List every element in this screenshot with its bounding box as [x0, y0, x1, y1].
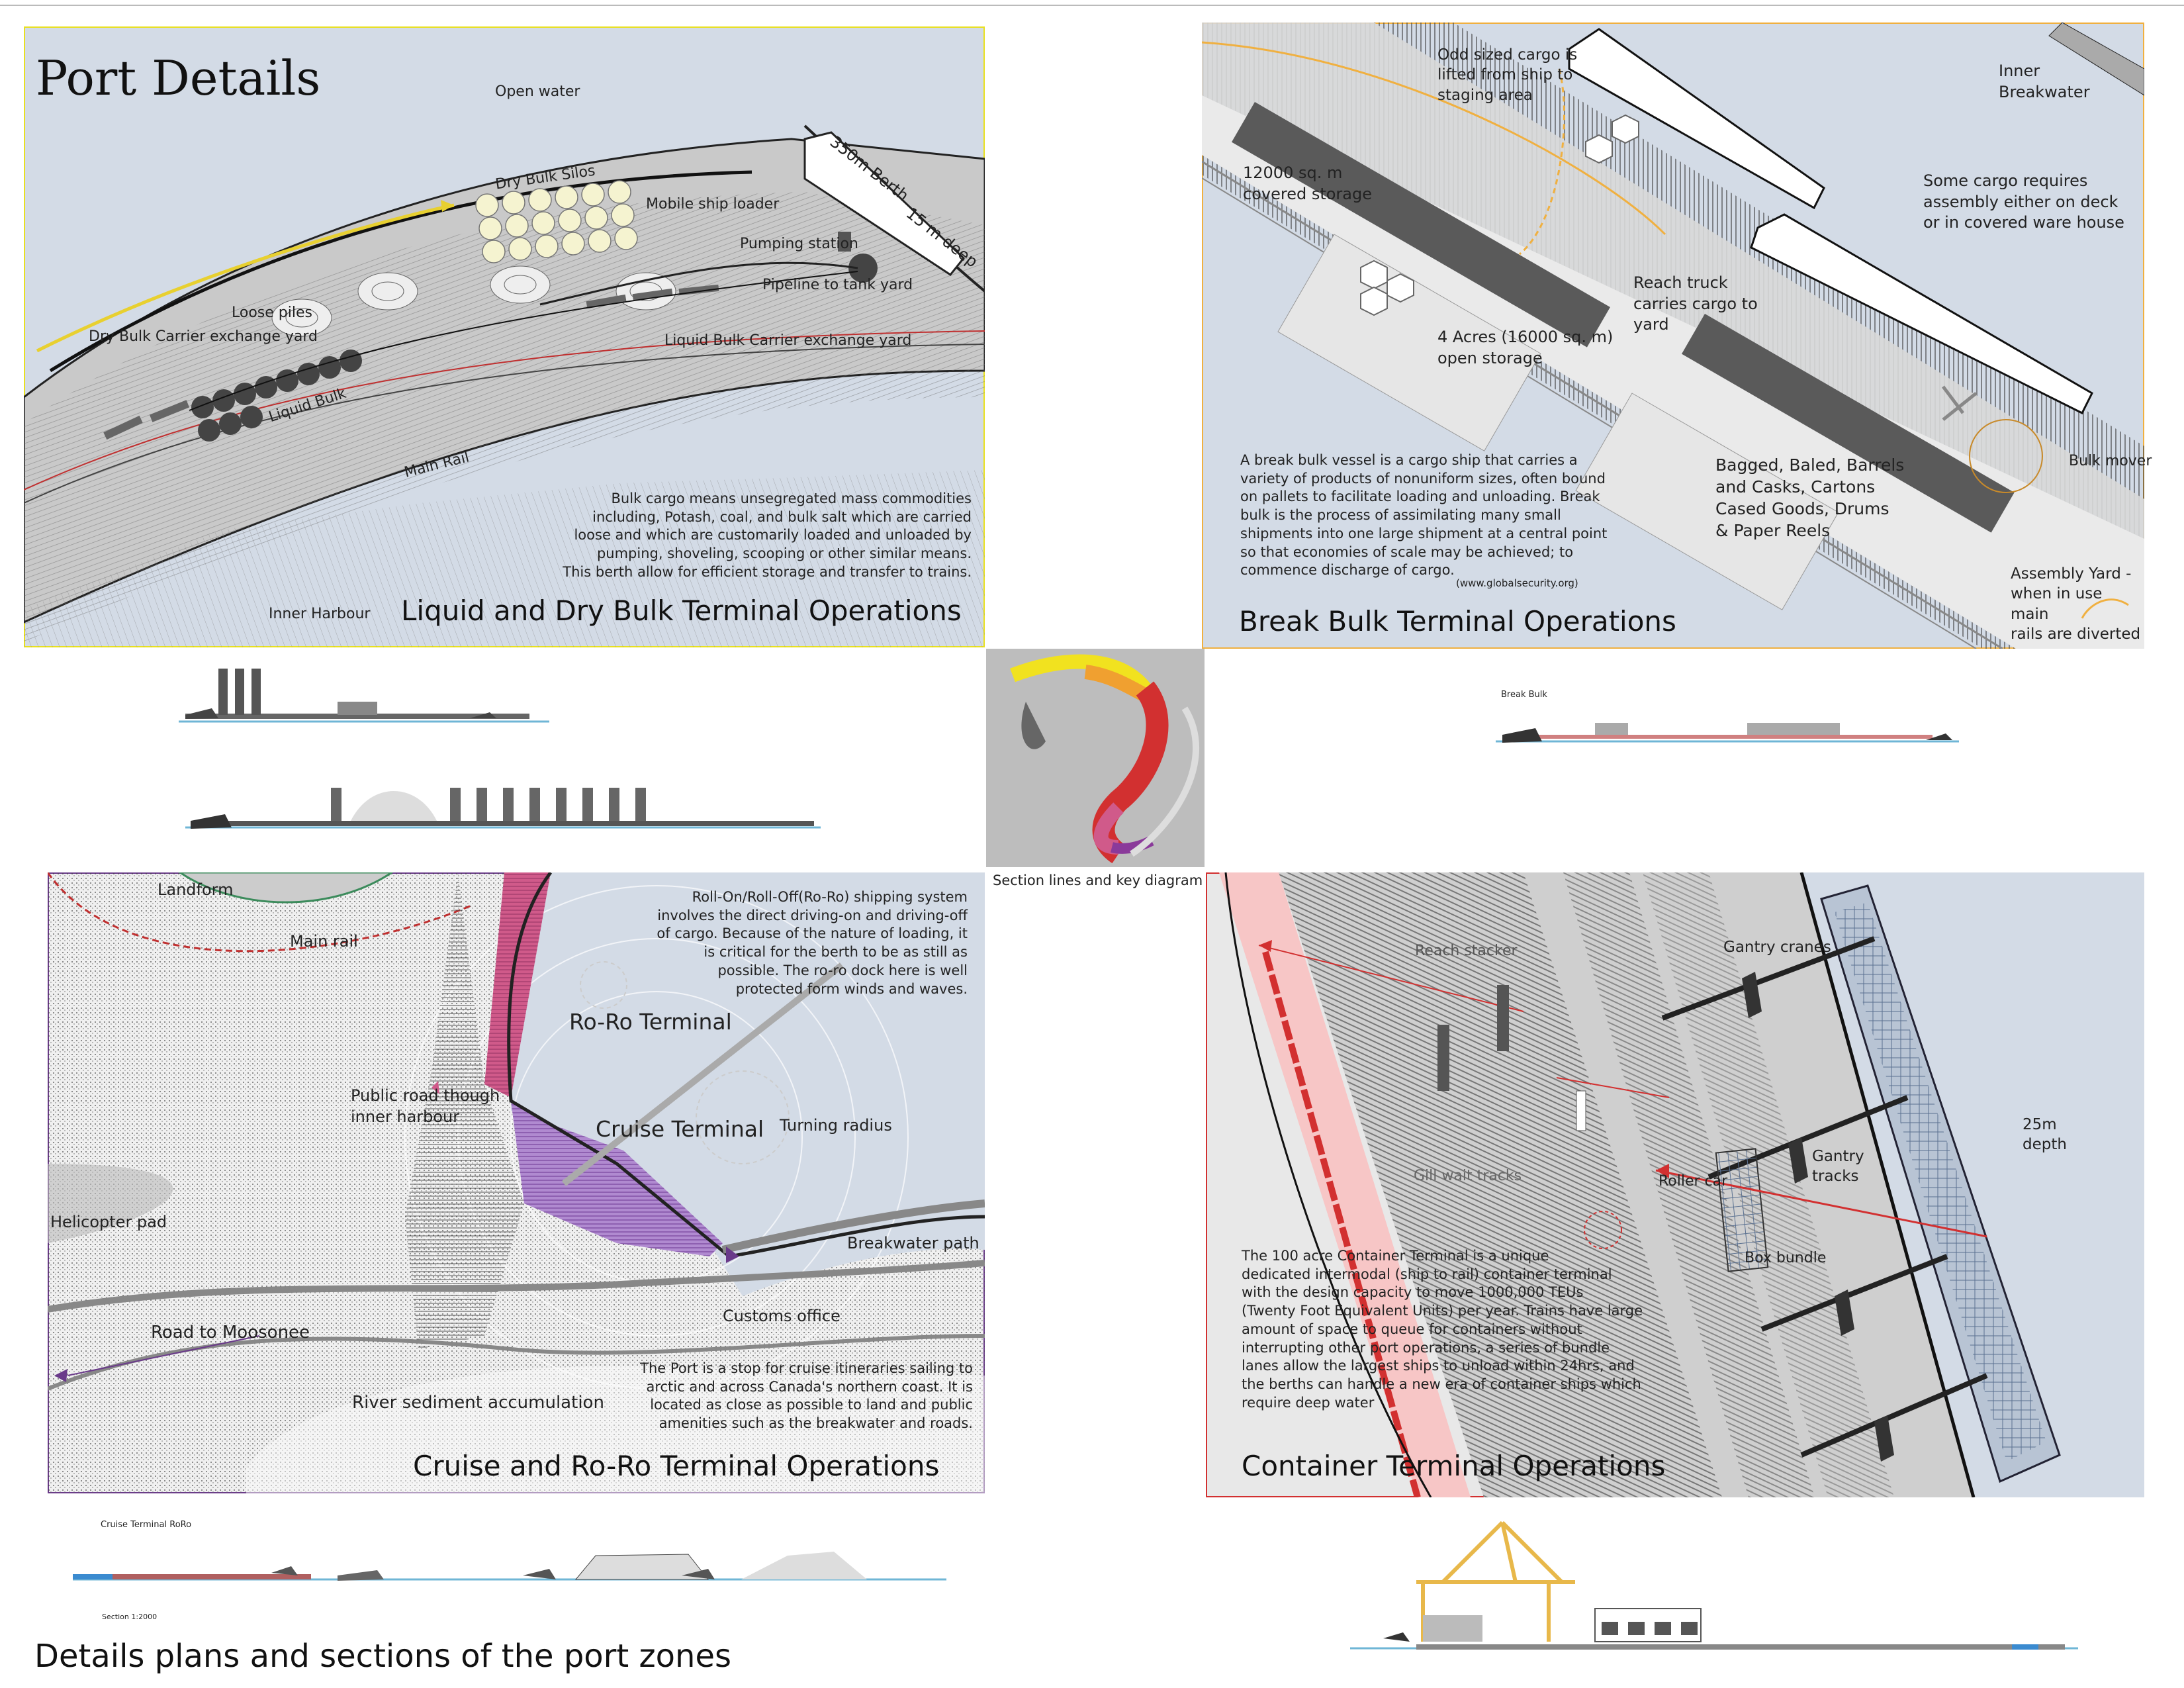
- dry-bulk-yard-label: Dry Bulk Carrier exchange yard: [89, 328, 318, 345]
- container-ship: [1820, 884, 2061, 1483]
- roller-car-label: Roller car: [1659, 1173, 1728, 1190]
- landform-label: Landform: [158, 880, 234, 899]
- breakwater-path-label: Breakwater path: [847, 1234, 979, 1252]
- open-water-label: Open water: [495, 83, 580, 100]
- break-bulk-ship-lower: [1750, 213, 2093, 415]
- bulk-terminal-panel: Port Details Open water Dry Bulk Silos M…: [24, 26, 985, 647]
- open-storage-label: 4 Acres (16000 sq. m) open storage: [1437, 328, 1614, 367]
- break-bulk-ship-top: [1568, 28, 1825, 210]
- gantry-cranes-label: Gantry cranes: [1723, 939, 1831, 956]
- cruise-panel-title: Cruise and Ro-Ro Terminal Operations: [413, 1450, 940, 1482]
- roro-description: Roll-On/Roll-Off(Ro-Ro) shipping system …: [657, 889, 968, 997]
- covered-storage-building: [1231, 102, 1610, 348]
- helicopter-pad-label: Helicopter pad: [50, 1213, 167, 1231]
- container-description: The 100 acre Container Terminal is a uni…: [1242, 1248, 1643, 1411]
- cruise-section: [73, 1536, 946, 1615]
- covered-warehouse: [1682, 314, 2015, 533]
- public-road-label: Public road though inner harbour: [351, 1086, 500, 1126]
- reach-truck-label: Reach truck carries cargo to yard: [1633, 273, 1758, 334]
- container-panel-title: Container Terminal Operations: [1242, 1450, 1666, 1482]
- cruise-terminal-label: Cruise Terminal: [596, 1116, 764, 1142]
- break-bulk-panel: Odd sized cargo is lifted from ship to s…: [1202, 23, 2152, 649]
- cruise-section-title: Cruise Terminal RoRo: [101, 1520, 192, 1530]
- bagged-goods-label: Bagged, Baled, Barrels and Casks, Carton…: [1715, 455, 1905, 540]
- open-storage-area: [1277, 234, 1541, 451]
- mobile-ship-loader-label: Mobile ship loader: [646, 196, 780, 212]
- turning-radius-label: Turning radius: [780, 1116, 892, 1135]
- break-bulk-section: [1496, 702, 1959, 761]
- reach-stacker-label: Reach stacker: [1415, 943, 1518, 959]
- loose-piles-label: Loose piles: [232, 305, 312, 321]
- road-to-moosonee-label: Road to Moosonee: [151, 1323, 310, 1342]
- pipeline-label: Pipeline to tank yard: [762, 277, 913, 293]
- bulk-description: Bulk cargo means unsegregated mass commo…: [563, 491, 972, 580]
- assembly-label: Some cargo requires assembly either on d…: [1923, 171, 2124, 232]
- bulk-mover-label: Bulk mover: [2069, 453, 2152, 469]
- liquid-bulk-yard-label: Liquid Bulk Carrier exchange yard: [664, 332, 912, 349]
- inner-harbour-label: Inner Harbour: [269, 606, 371, 622]
- box-bundle: [1715, 1148, 1769, 1272]
- box-bundle-label: Box bundle: [1745, 1250, 1827, 1266]
- pumping-station-label: Pumping station: [740, 236, 858, 252]
- cruise-terminal-panel: Landform Main rail Roll-On/Roll-Off(Ro-R…: [48, 872, 985, 1493]
- break-bulk-plan: [1202, 23, 2144, 649]
- covered-storage-label: 12000 sq. m covered storage: [1243, 164, 1372, 203]
- break-bulk-panel-title: Break Bulk Terminal Operations: [1239, 605, 1676, 637]
- gantry-tracks-label: Gantry tracks: [1812, 1148, 1864, 1186]
- break-bulk-source: (www.globalsecurity.org): [1456, 577, 1578, 589]
- bulk-mover-turning-circle: [1969, 419, 2043, 493]
- assembly-yard-label: Assembly Yard - when in use main rails a…: [2011, 565, 2141, 643]
- cruise-terminal-plan: [48, 872, 985, 1493]
- cruise-description: The Port is a stop for cruise itinerarie…: [640, 1360, 973, 1432]
- river-sediment-label: River sediment accumulation: [352, 1393, 604, 1413]
- depth-label: 25m depth: [2023, 1116, 2067, 1154]
- key-diagram: [986, 649, 1205, 867]
- bulk-terminal-plan: [24, 26, 985, 647]
- container-terminal-plan: [1206, 872, 2144, 1497]
- helicopter-pad: [48, 1164, 173, 1243]
- inner-breakwater-label: Inner Breakwater: [1999, 62, 2090, 101]
- bulk-panel-title: Liquid and Dry Bulk Terminal Operations: [401, 594, 962, 627]
- dry-bulk-silos: [475, 180, 638, 263]
- container-section: [1350, 1503, 2078, 1688]
- bulk-section-2: [185, 768, 821, 841]
- key-diagram-caption: Section lines and key diagram: [993, 872, 1203, 888]
- footer-caption: Details plans and sections of the port z…: [34, 1638, 731, 1675]
- pumping-station: [848, 254, 878, 283]
- top-rule: [0, 5, 2184, 6]
- main-rail-label: Main rail: [290, 932, 358, 951]
- bulk-ship: [803, 131, 966, 277]
- bulk-section-1: [179, 655, 549, 735]
- break-bulk-description: A break bulk vessel is a cargo ship that…: [1240, 452, 1608, 579]
- odd-cargo-label: Odd sized cargo is lifted from ship to s…: [1437, 46, 1578, 104]
- cruise-section-scale: Section 1:2000: [102, 1613, 158, 1621]
- roro-terminal-label: Ro-Ro Terminal: [569, 1009, 732, 1035]
- liquid-bulk-tanks: [191, 350, 362, 442]
- customs-office-label: Customs office: [723, 1307, 841, 1325]
- train-wait-label: Gill wait tracks: [1414, 1168, 1522, 1184]
- container-terminal-panel: Reach stacker Gantry cranes 25m depth Gi…: [1206, 872, 2144, 1497]
- page-title: Port Details: [36, 50, 321, 106]
- break-bulk-section-title: Break Bulk: [1501, 690, 1547, 700]
